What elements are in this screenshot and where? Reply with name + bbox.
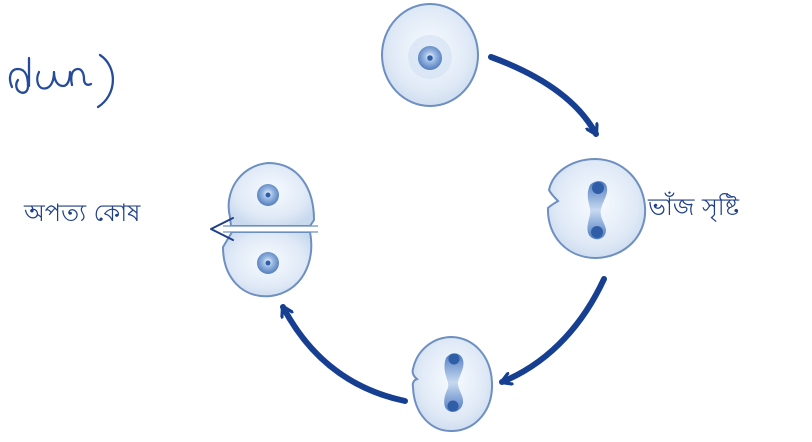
arrow-bottom-right (502, 279, 604, 382)
nucleolus (427, 55, 433, 61)
nucleus-top (449, 354, 460, 365)
nucleus-bottom (591, 226, 603, 238)
nucleolus-bottom (266, 261, 271, 266)
nucleolus-top (266, 193, 271, 198)
daughter-cells-label: অপত্য কোষ (24, 201, 140, 225)
handwriting-mark (10, 55, 113, 107)
stage-fold-formation (548, 159, 645, 258)
stage-daughter-cells (211, 163, 318, 296)
stage-dividing-cell (413, 337, 492, 431)
nucleus-top (592, 182, 604, 194)
fold-formation-label: ভাঁজ সৃষ্টি (648, 195, 739, 219)
stage-single-cell (382, 4, 478, 106)
handwritten-note (10, 55, 113, 107)
arrow-bottom-left (283, 307, 405, 401)
nucleus-bottom (448, 401, 459, 412)
arrow-top-right (491, 57, 596, 134)
